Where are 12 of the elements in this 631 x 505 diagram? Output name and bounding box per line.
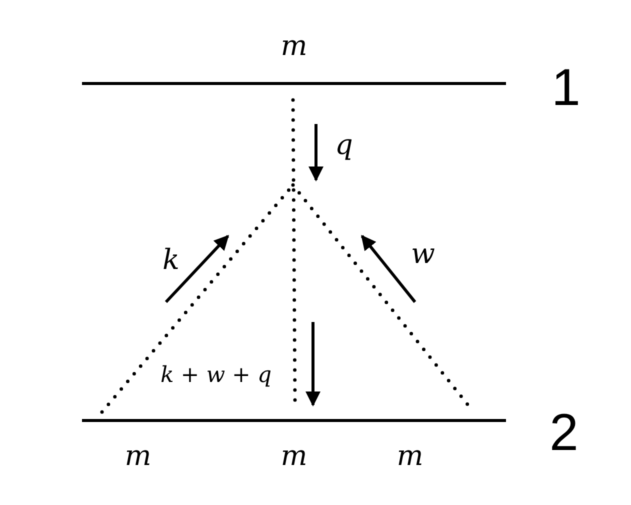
variable-label: m [396,442,424,470]
variable-label: q [335,131,353,159]
level-number: 1 [552,62,580,114]
variable-label: m [124,442,152,470]
level-line [82,82,506,85]
sum-label: k + w + q [160,365,272,387]
variable-label: k [162,246,180,274]
variable-label: m [280,442,308,470]
level-number: 2 [550,407,578,459]
level-line [82,419,506,422]
variable-label: w [411,240,435,268]
variable-label: m [280,32,308,60]
